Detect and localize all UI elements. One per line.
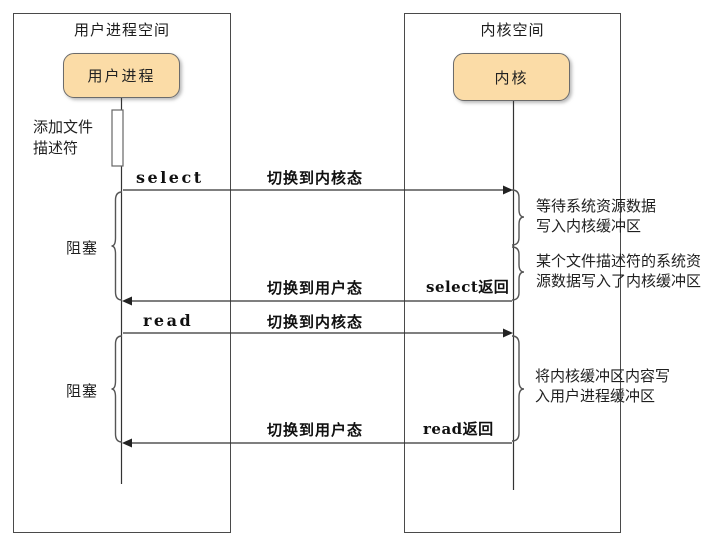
- annotation-wait-data: 等待系统资源数据 写入内核缓冲区: [536, 197, 656, 237]
- add-fd-note-line1: 添加文件: [33, 119, 94, 136]
- user-space-box: [13, 13, 231, 533]
- annotation-data-ready-line2: 源数据写入了内核缓冲区: [536, 273, 702, 290]
- kernel-space-title: 内核空间: [480, 22, 545, 39]
- add-fd-note: 添加文件 描述符: [33, 117, 93, 159]
- annotation-wait-data-line2: 写入内核缓冲区: [536, 218, 642, 235]
- user-space-title: 用户进程空间: [73, 22, 170, 39]
- read-call-switch-label: 切换到内核态: [266, 314, 363, 331]
- select-return-switch-label: 切换到用户态: [266, 280, 363, 297]
- kernel-node: 内核: [453, 53, 570, 101]
- annotation-wait-data-line1: 等待系统资源数据: [536, 198, 657, 215]
- select-call-switch-label: 切换到内核态: [266, 170, 363, 187]
- blocking-label-read: 阻塞: [66, 383, 99, 400]
- kernel-space-box: [404, 13, 621, 533]
- select-call-label: select: [136, 168, 204, 187]
- add-fd-note-line2: 描述符: [33, 140, 79, 157]
- select-return-label: select返回: [426, 278, 510, 296]
- blocking-label-select: 阻塞: [66, 240, 99, 257]
- annotation-copy-buffer: 将内核缓冲区内容写 入用户进程缓冲区: [535, 367, 670, 407]
- read-return-switch-label: 切换到用户态: [266, 422, 363, 439]
- user-process-node: 用户进程: [63, 53, 180, 98]
- annotation-data-ready: 某个文件描述符的系统资 源数据写入了内核缓冲区: [536, 252, 701, 292]
- annotation-copy-buffer-line1: 将内核缓冲区内容写: [535, 368, 671, 385]
- annotation-copy-buffer-line2: 入用户进程缓冲区: [535, 388, 656, 405]
- read-return-label: read返回: [423, 420, 494, 438]
- read-call-label: read: [143, 311, 194, 330]
- annotation-data-ready-line1: 某个文件描述符的系统资: [536, 253, 702, 270]
